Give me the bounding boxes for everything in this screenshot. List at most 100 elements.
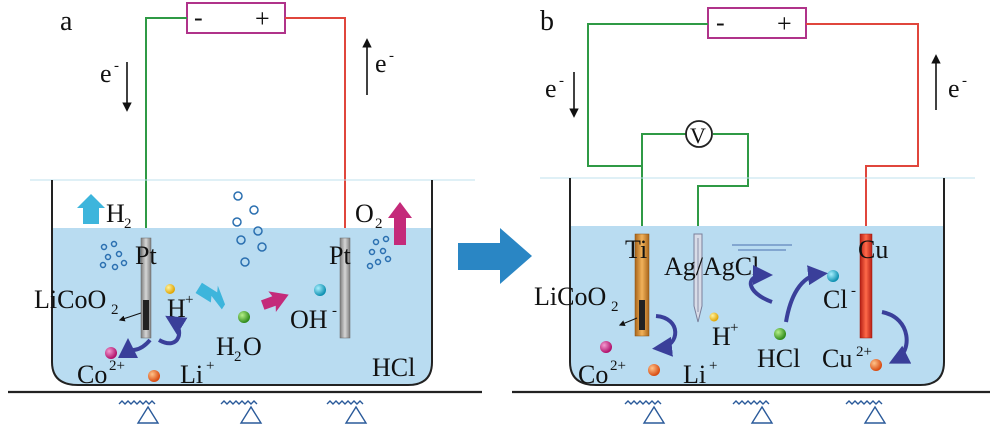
water-to-hydroxide-arrow — [261, 291, 289, 313]
chloride-label-base-b: Cl — [823, 285, 848, 314]
copper-label-base: Cu — [822, 344, 852, 373]
h2-label-base: H — [106, 199, 125, 228]
h2-evolution: H 2 — [77, 194, 132, 232]
curved-arrow-licoo2-a — [158, 315, 188, 346]
proton-label-sup-a: + — [185, 292, 193, 308]
plus-terminal-a: + — [255, 4, 270, 33]
hcl-sphere-b — [774, 328, 786, 340]
power-supply-b: - + — [707, 7, 807, 39]
electron-label-left-b: e — [545, 74, 557, 103]
lithium-sphere-a — [148, 370, 160, 382]
electrode-label-ag-agcl: Ag/AgCl — [664, 252, 759, 281]
cobalt-label-sup-a: 2+ — [109, 358, 125, 374]
proton-label-sup-b: + — [730, 320, 738, 336]
cobalt-label-base-a: Co — [77, 360, 107, 389]
licoo2-sample-b — [639, 300, 645, 330]
copper-label-sup: 2+ — [856, 344, 872, 360]
licoo2-sample-a — [143, 300, 149, 330]
copper-sphere — [870, 359, 882, 371]
electrode-label-cu: Cu — [858, 235, 888, 264]
proton-sphere-b — [709, 312, 719, 322]
panel-b: b - + V e - e - — [512, 6, 990, 424]
licoo2-sub-b: 2 — [611, 299, 619, 315]
minus-terminal-a: - — [194, 3, 203, 32]
o2-up-arrow — [388, 202, 412, 245]
green-wire-b — [587, 23, 708, 235]
electrode-label-pt-left: Pt — [135, 241, 157, 270]
panel-letter-b: b — [540, 6, 554, 37]
electron-flow-right-b: e - — [931, 54, 967, 110]
proton-label-base-b: H — [712, 322, 731, 351]
bubbles-center-a — [232, 191, 267, 267]
electron-charge-right-b: - — [962, 73, 967, 89]
licoo2-label-a: LiCoO 2 — [34, 285, 142, 322]
electron-charge-left-b: - — [559, 73, 564, 89]
h2-up-arrow — [77, 194, 105, 224]
bubbles-right-a — [366, 235, 392, 270]
water-label-base: H — [216, 332, 235, 361]
water-label-tail: O — [243, 332, 262, 361]
ti-electrode — [634, 233, 650, 337]
hydroxide-label-sup: - — [332, 303, 337, 319]
bubbles-left-a — [99, 240, 128, 271]
power-supply-a: - + — [186, 2, 286, 34]
hydroxide-label-base: OH — [290, 305, 328, 334]
transition-arrow — [458, 228, 532, 284]
plus-terminal-b: + — [777, 9, 792, 38]
stirrer-left-a — [118, 400, 160, 424]
electron-flow-right-a: e - — [362, 38, 394, 95]
hcl-label-b: HCl — [757, 344, 800, 373]
electrode-label-ti: Ti — [625, 235, 647, 264]
curved-arrow-cobalt-a — [118, 338, 152, 359]
licoo2-label-b: LiCoO 2 — [534, 282, 638, 326]
chloride-sphere-b — [827, 270, 839, 282]
stirrer-center-b — [732, 400, 774, 424]
o2-label-base: O — [355, 199, 374, 228]
cobalt-sphere-b — [600, 341, 612, 353]
stirrer-center-a — [220, 400, 263, 424]
licoo2-base-b: LiCoO — [534, 282, 606, 311]
cu-electrode — [859, 233, 873, 339]
lithium-sphere-b — [648, 364, 660, 376]
stirrer-right-b — [845, 400, 887, 424]
lithium-label-sup-a: + — [206, 358, 214, 374]
cobalt-label-base-b: Co — [578, 360, 608, 389]
minus-terminal-b: - — [716, 8, 725, 37]
electron-charge-left-a: - — [114, 58, 119, 74]
cobalt-label-sup-b: 2+ — [610, 358, 626, 374]
red-wire-a — [285, 17, 346, 240]
cobalt-sphere-a — [105, 347, 117, 359]
red-wire-b — [806, 23, 919, 236]
voltmeter-label: V — [690, 123, 706, 148]
curved-arrow-hcl-to-h — [748, 265, 773, 304]
stirrer-left-b — [624, 400, 666, 424]
licoo2-base-a: LiCoO — [34, 285, 106, 314]
voltmeter-wire-b — [641, 133, 749, 234]
lithium-label-base-a: Li — [180, 360, 203, 389]
pt-electrode-left — [140, 237, 152, 339]
electron-label-right-a: e — [375, 49, 387, 78]
green-wire-a — [145, 17, 187, 240]
h2-label-sub: 2 — [124, 216, 132, 232]
water-label-sub: 2 — [234, 349, 242, 365]
electrode-label-pt-right: Pt — [329, 241, 351, 270]
curved-arrow-copper — [881, 310, 912, 364]
chloride-label-sup-b: - — [851, 283, 856, 299]
electron-label-right-b: e — [948, 74, 960, 103]
electron-flow-left-a: e - — [100, 58, 132, 112]
water-to-proton-arrow — [195, 282, 226, 310]
o2-label-sub: 2 — [375, 216, 383, 232]
licoo2-sub-a: 2 — [111, 302, 119, 318]
stirrer-right-a — [326, 400, 368, 424]
electron-label-left-a: e — [100, 59, 112, 88]
proton-sphere-a — [165, 284, 175, 294]
hydroxide-sphere-a — [314, 284, 326, 296]
panel-letter-a: a — [60, 6, 73, 37]
curved-arrow-hcl-to-cl — [784, 265, 828, 323]
electron-flow-left-b: e - — [545, 72, 579, 118]
pt-electrode-right — [339, 237, 351, 339]
o2-evolution: O 2 — [355, 199, 412, 245]
curved-arrow-licoo2-b — [652, 314, 678, 357]
proton-label-base-a: H — [167, 294, 186, 323]
